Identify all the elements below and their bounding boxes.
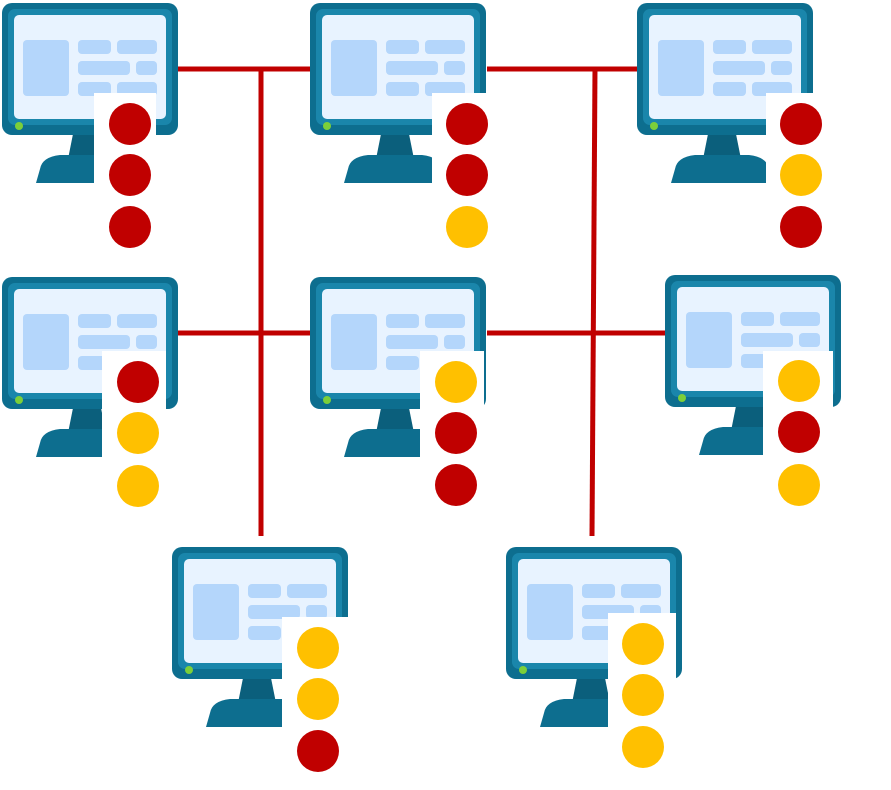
status-light-yellow [780,154,822,196]
computer-node-row1-right [637,3,826,251]
computer-nodes [2,3,841,777]
status-light-yellow [778,464,820,506]
computer-node-row2-center [310,277,486,509]
status-light-red [117,361,159,403]
computer-node-row1-center [310,3,492,251]
network-cables [178,66,666,537]
status-light-yellow [622,623,664,665]
status-light-red [778,411,820,453]
computer-node-row2-right [665,275,841,509]
status-light-yellow [622,674,664,716]
status-light-yellow [435,361,477,403]
status-light-yellow [622,726,664,768]
status-light-red [109,206,151,248]
computer-node-row2-left [2,277,178,509]
status-light-red [780,206,822,248]
status-light-red [446,154,488,196]
status-light-red [109,154,151,196]
computer-node-row3-left [172,547,348,777]
status-light-yellow [297,678,339,720]
status-light-yellow [297,627,339,669]
v-cable-right [589,66,598,537]
status-light-yellow [117,465,159,507]
status-light-red [446,103,488,145]
status-light-yellow [778,360,820,402]
status-light-red [780,103,822,145]
status-light-yellow [117,412,159,454]
computer-node-row1-left [2,3,178,251]
status-light-red [297,730,339,772]
computer-node-row3-right [506,547,682,773]
status-light-yellow [446,206,488,248]
status-light-red [109,103,151,145]
status-light-red [435,464,477,506]
status-light-red [435,412,477,454]
